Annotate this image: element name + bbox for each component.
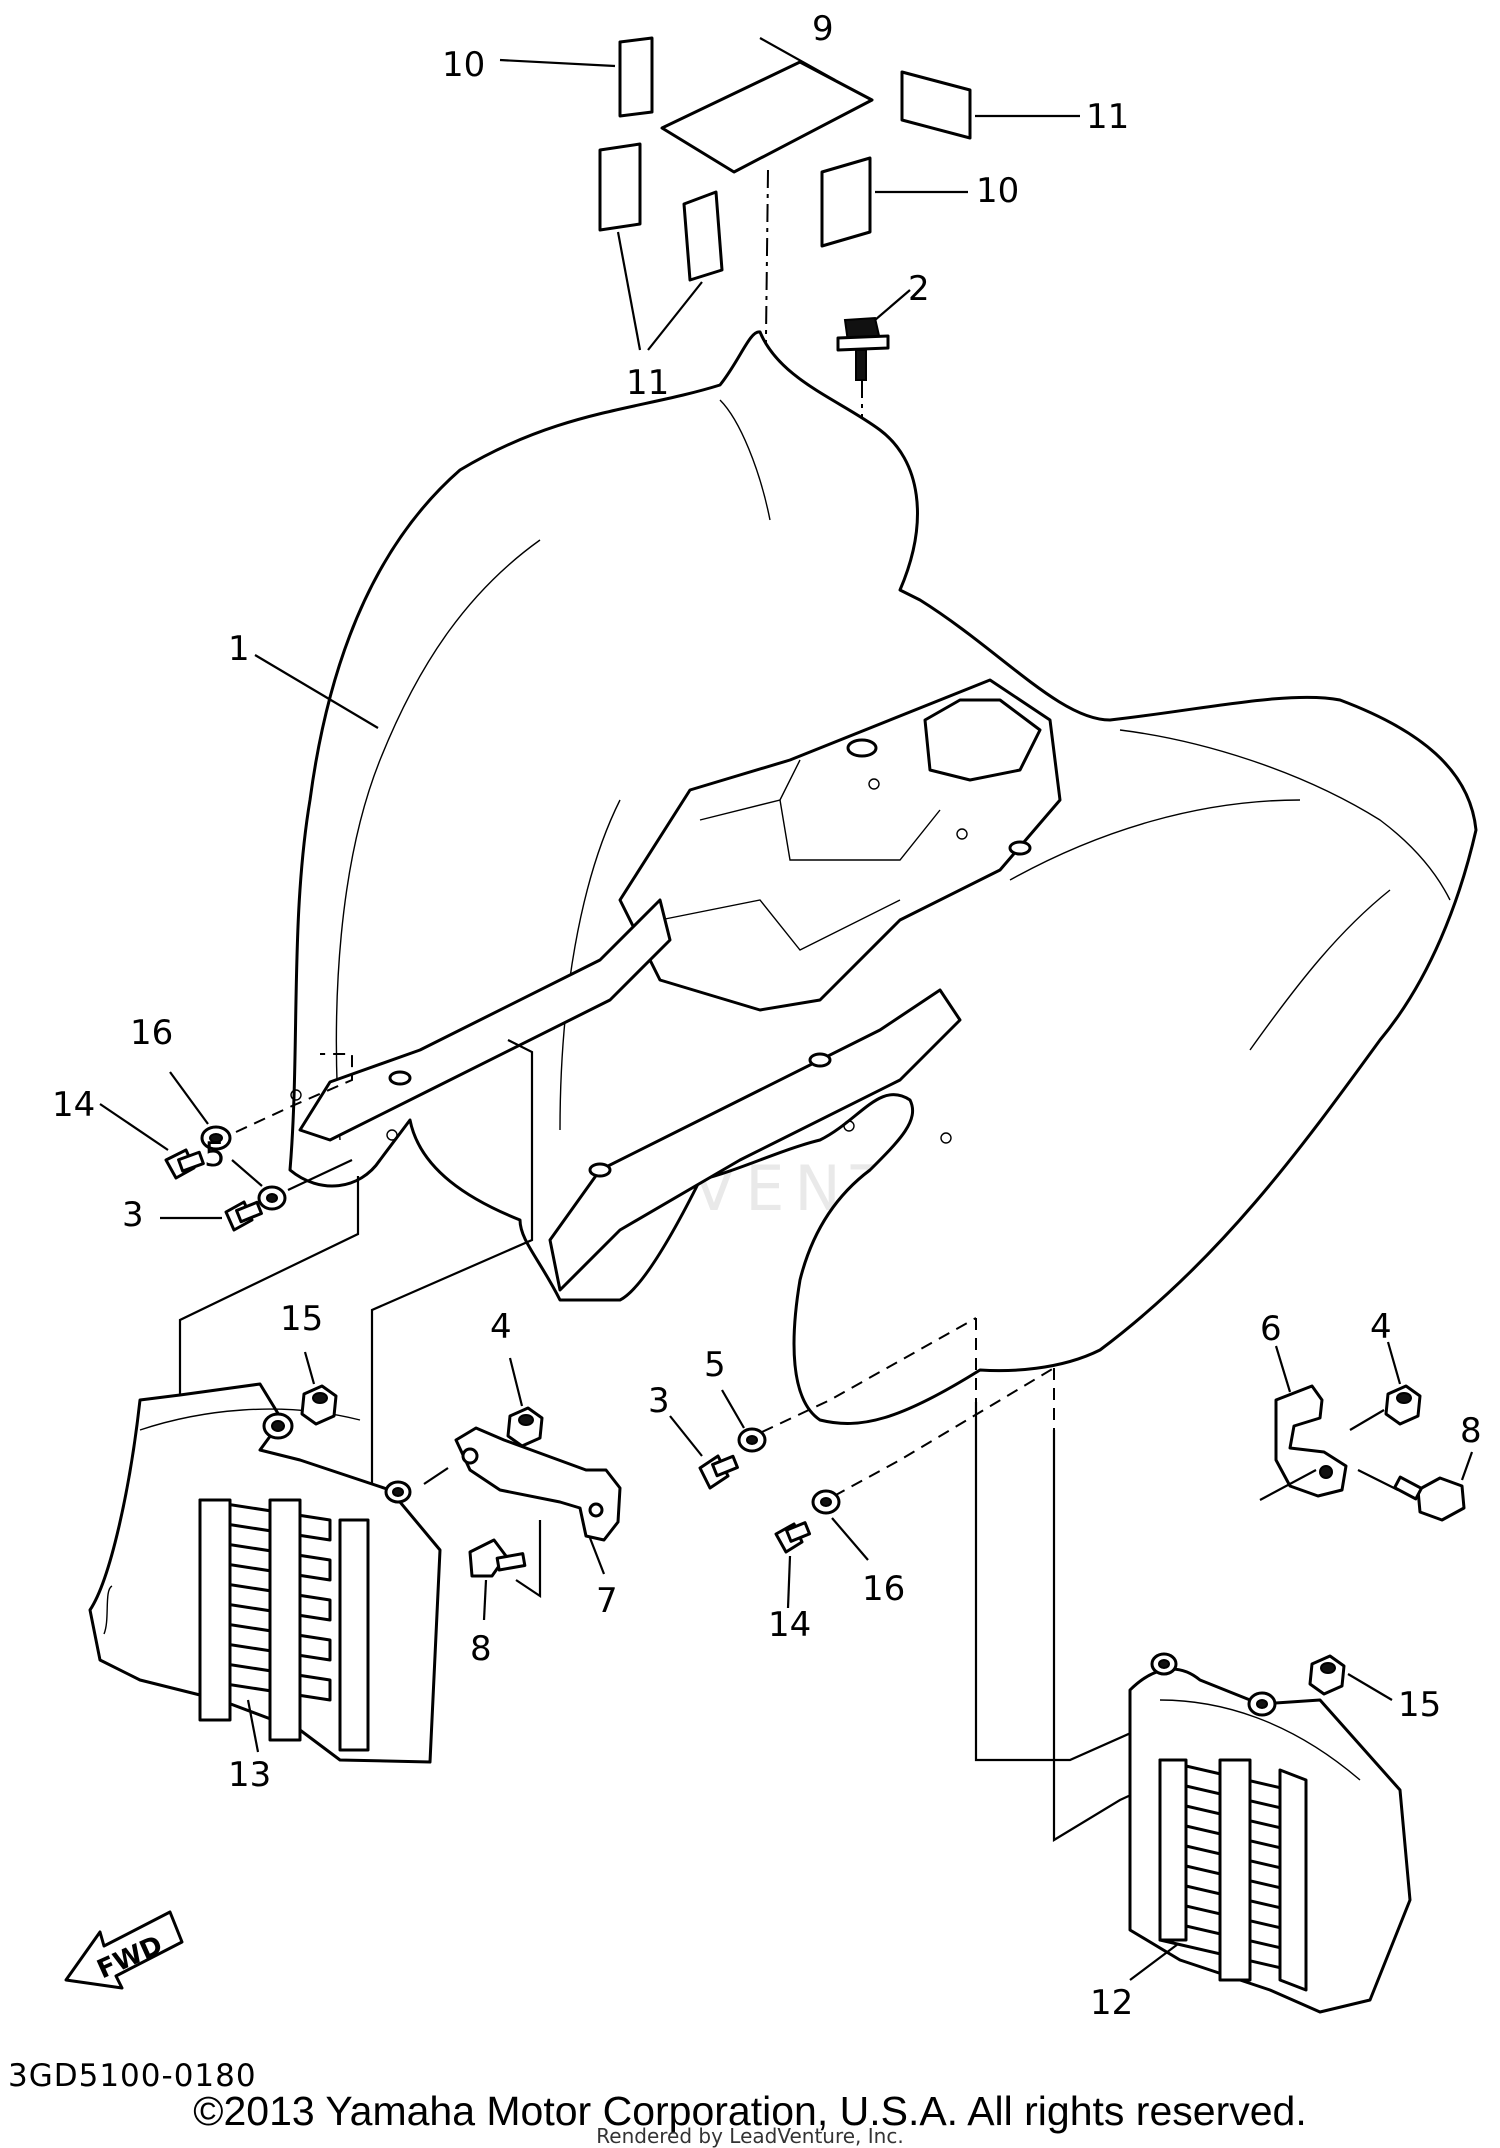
bracket-7 <box>423 1426 622 1621</box>
callout-4: 4 <box>490 1307 512 1347</box>
louvers-13 <box>198 1498 370 1752</box>
callout-5: 5 <box>704 1345 726 1385</box>
louvers-12 <box>1158 1758 1308 1992</box>
mudflap-13 <box>88 1039 534 1764</box>
callout-8: 8 <box>470 1629 492 1669</box>
callout-3: 3 <box>122 1195 144 1235</box>
callout-13: 13 <box>228 1755 271 1795</box>
callout-9: 9 <box>812 9 834 49</box>
callout-4: 4 <box>1370 1307 1392 1347</box>
callout-14: 14 <box>768 1605 811 1645</box>
callout-11: 11 <box>1086 97 1129 137</box>
bolt-2 <box>836 289 911 381</box>
decal-10-right <box>820 156 872 248</box>
decal-11-left <box>598 142 642 232</box>
callout-2: 2 <box>908 269 930 309</box>
mid-fasteners <box>669 1317 1055 1609</box>
diagram-code: 3GD5100-0180 <box>8 2058 257 2094</box>
callout-10: 10 <box>442 45 485 85</box>
callout-16: 16 <box>862 1569 905 1609</box>
decal-11-mid <box>682 190 724 282</box>
fwd-arrow-icon: FWD <box>64 1910 184 1990</box>
nut-15-left <box>300 1351 338 1426</box>
callout-16: 16 <box>130 1013 173 1053</box>
decal-group <box>499 36 1080 351</box>
bolt-8-right <box>1357 1451 1474 1522</box>
copyright-notice: ©2013 Yamaha Motor Corporation, U.S.A. A… <box>193 2088 1307 2134</box>
mudflap-12 <box>974 1402 1412 2014</box>
bracket-6 <box>1259 1345 1348 1501</box>
decal-11-upper <box>900 70 972 140</box>
left-fasteners <box>99 1053 353 1232</box>
callout-3: 3 <box>648 1381 670 1421</box>
callout-7: 7 <box>596 1581 618 1621</box>
callout-labels: 10 9 11 10 2 11 1 16 14 5 3 15 4 5 3 6 4… <box>52 9 1482 2023</box>
callout-14: 14 <box>52 1085 95 1125</box>
callout-1: 1 <box>228 629 250 669</box>
callout-8: 8 <box>1460 1411 1482 1451</box>
callout-15: 15 <box>1398 1685 1441 1725</box>
rear-fender <box>254 330 1478 1425</box>
callout-15: 15 <box>280 1299 323 1339</box>
callout-5: 5 <box>204 1135 226 1175</box>
callout-11: 11 <box>626 363 669 403</box>
nut-4-right <box>1349 1341 1422 1431</box>
callout-10: 10 <box>976 171 1019 211</box>
decal-9 <box>660 60 874 174</box>
nut-4-left <box>506 1357 544 1448</box>
callout-6: 6 <box>1260 1309 1282 1349</box>
nut-15-right <box>1308 1654 1393 1701</box>
callout-12: 12 <box>1090 1983 1133 2023</box>
decal-10-upper <box>618 36 654 118</box>
rendered-by-notice: Rendered by LeadVenture, Inc. <box>596 2124 904 2148</box>
